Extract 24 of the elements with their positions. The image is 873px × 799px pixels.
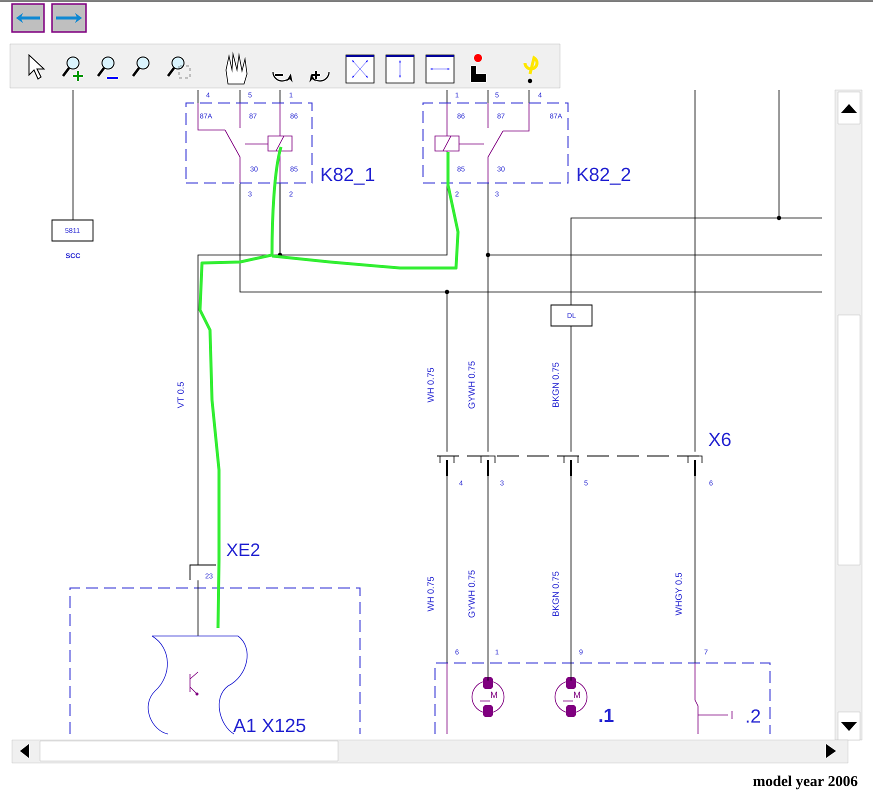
part-label: .2: [746, 709, 760, 723]
module-outline: A1 X125: [70, 588, 360, 734]
wire: [198, 183, 280, 566]
module-outline: [434, 662, 770, 734]
wire: [570, 326, 572, 452]
wire: [72, 90, 74, 220]
wire: [570, 464, 572, 681]
node-label: K82_2: [578, 168, 630, 185]
wire: [694, 464, 696, 664]
wire-label: BKGN 0.75: [551, 570, 560, 618]
caption: model year 2006: [753, 776, 858, 790]
wire: [446, 464, 448, 664]
node-label: K82_1: [322, 168, 374, 185]
wire-label: WHGY 0.5: [674, 572, 683, 616]
wire-label: WH 0.75: [426, 576, 435, 612]
connector-strip: X6: [436, 432, 731, 476]
wire-label: GYWH 0.75: [467, 569, 476, 619]
wire-label: BKGN 0.75: [551, 361, 560, 409]
wire-label: VT 0.5: [176, 380, 185, 410]
wire: [570, 218, 822, 305]
wire-label: WH 0.75: [426, 366, 435, 404]
wire: [694, 90, 696, 452]
wire-label: GYWH 0.75: [467, 360, 476, 410]
wire: [240, 183, 448, 452]
